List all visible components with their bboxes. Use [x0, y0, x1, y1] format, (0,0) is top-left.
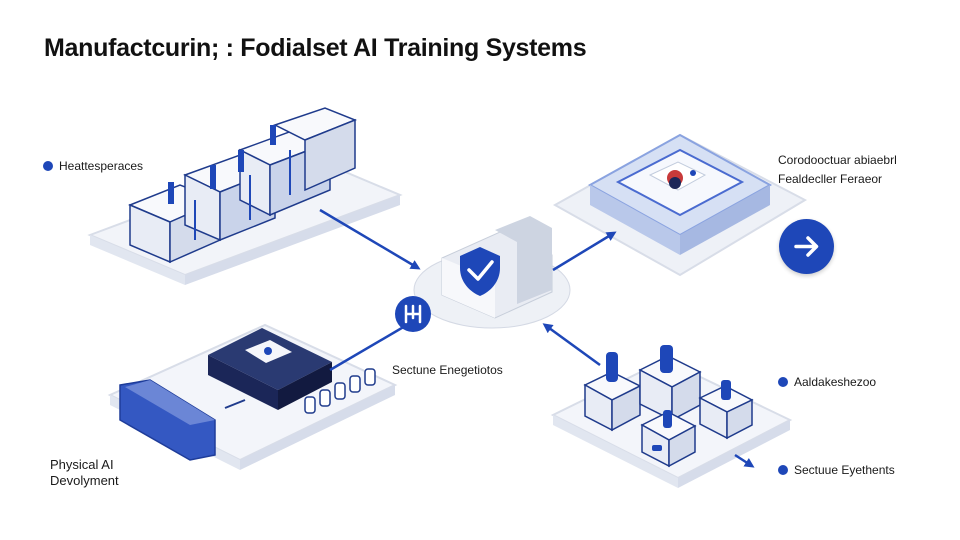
arrow-hub-to-module — [552, 231, 617, 272]
bullet-dot — [43, 161, 53, 171]
arrow-machines-to-hub — [542, 323, 601, 367]
label-top-right: Corodooctuar abiaebrl Fealdecller Feraeo… — [778, 152, 897, 187]
label-mid-right: Aaldakeshezoo — [778, 374, 876, 390]
arrow-racks-to-hub — [319, 208, 421, 270]
line-physical-to-hub — [329, 320, 413, 372]
label-top-left: Heattesperaces — [43, 158, 143, 174]
label-bottom-right-text: Sectuue Eyethents — [794, 463, 895, 477]
label-center: Sectune Enegetiotos — [392, 363, 503, 377]
control-module-illustration — [552, 133, 808, 277]
label-top-right-line2: Fealdecller Feraeor — [778, 172, 883, 186]
arrow-right-icon — [794, 236, 819, 257]
server-racks-illustration — [87, 107, 403, 285]
label-bottom-left-line1: Physical AI — [50, 457, 114, 472]
arrow-machines-to-systems — [734, 453, 755, 468]
connectors — [319, 208, 755, 468]
next-arrow-button[interactable] — [779, 219, 834, 274]
label-bottom-left-line2: Devolyment — [50, 473, 119, 488]
label-top-left-text: Heattesperaces — [59, 159, 144, 173]
physical-ai-illustration — [107, 323, 398, 470]
label-bottom-left: Physical AI Devolyment — [50, 457, 119, 489]
bullet-dot — [778, 465, 788, 475]
label-mid-right-text: Aaldakeshezoo — [794, 375, 877, 389]
page-title: Manufactcurin; : Fodialset AI Training S… — [44, 34, 587, 62]
network-icon — [395, 296, 431, 332]
label-top-right-line1: Corodooctuar abiaebrl — [778, 153, 897, 167]
machines-illustration — [550, 345, 793, 488]
shield-check-icon — [460, 247, 500, 296]
label-bottom-right: Sectuue Eyethents — [778, 462, 895, 478]
bullet-dot — [778, 377, 788, 387]
